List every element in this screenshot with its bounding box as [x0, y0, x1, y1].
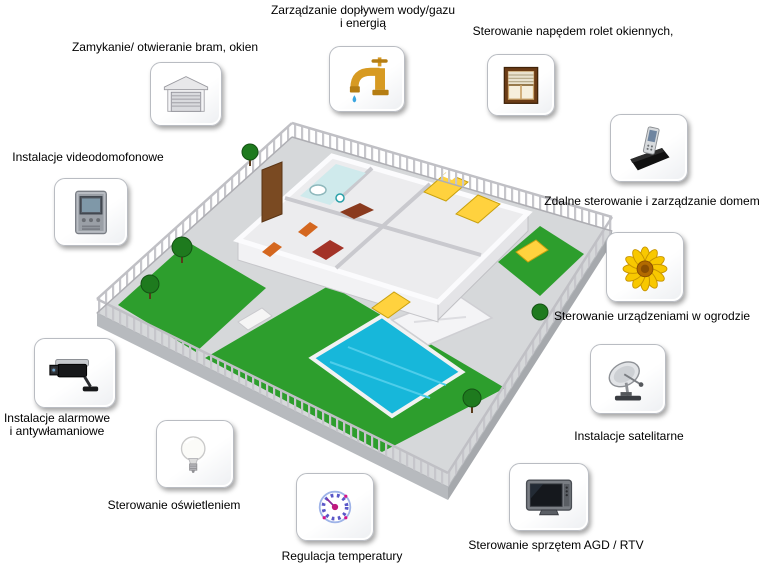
gates-label: Zamykanie/ otwieranie bram, okien	[71, 40, 259, 54]
water-energy-label: Zarządzanie dopływem wody/gazu i energią	[271, 4, 455, 30]
perimeter-fence	[96, 121, 614, 487]
swimming-pool	[308, 313, 466, 419]
garden-label: Sterowanie urządzeniami w ogrodzie	[553, 309, 751, 323]
rtv-tile[interactable]	[509, 463, 589, 531]
water-energy-label-line2: i energią	[339, 16, 387, 30]
rtv-label: Sterowanie sprzętem AGD / RTV	[468, 538, 644, 552]
temperature-tile[interactable]	[296, 473, 374, 541]
faucet-icon	[349, 57, 389, 103]
lighting-tile[interactable]	[156, 420, 234, 488]
satellite-tile[interactable]	[590, 344, 666, 414]
tv-icon	[525, 479, 573, 516]
lighting-label: Sterowanie oświetleniem	[107, 498, 241, 512]
satellite-dish-icon	[608, 361, 644, 401]
intercom-tile[interactable]	[54, 178, 128, 246]
satellite-label: Instalacje satelitarne	[574, 429, 684, 443]
alarm-label: Instalacje alarmowe i antywłamaniowe	[4, 412, 110, 438]
window-blinds-icon	[503, 66, 539, 104]
garage-door-icon	[163, 76, 209, 112]
video-intercom-icon	[75, 190, 107, 235]
remote-label: Zdalne sterowanie i zarządzanie domem	[544, 194, 760, 208]
water-energy-label-line1: Zarządzanie dopływem wody/gazu	[270, 3, 456, 17]
alarm-tile[interactable]	[34, 338, 116, 408]
blinds-tile[interactable]	[487, 54, 555, 116]
water-energy-tile[interactable]	[329, 46, 405, 112]
lightbulb-icon	[180, 436, 206, 473]
cctv-camera-icon	[49, 358, 99, 392]
phone-dock-icon	[630, 126, 670, 171]
sunflower-icon	[622, 246, 668, 292]
thermostat-gauge-icon	[318, 490, 352, 524]
alarm-label-line1: Instalacje alarmowe	[3, 411, 111, 425]
garden-tile[interactable]	[606, 232, 684, 302]
temperature-label: Regulacja temperatury	[281, 549, 403, 563]
gates-tile[interactable]	[150, 62, 222, 126]
intercom-label: Instalacje videodomofonowe	[12, 150, 164, 164]
blinds-label: Sterowanie napędem rolet okiennych,	[472, 24, 674, 38]
alarm-label-line2: i antywłamaniowe	[9, 424, 105, 438]
remote-tile[interactable]	[610, 114, 688, 182]
garden-trees	[140, 143, 549, 413]
